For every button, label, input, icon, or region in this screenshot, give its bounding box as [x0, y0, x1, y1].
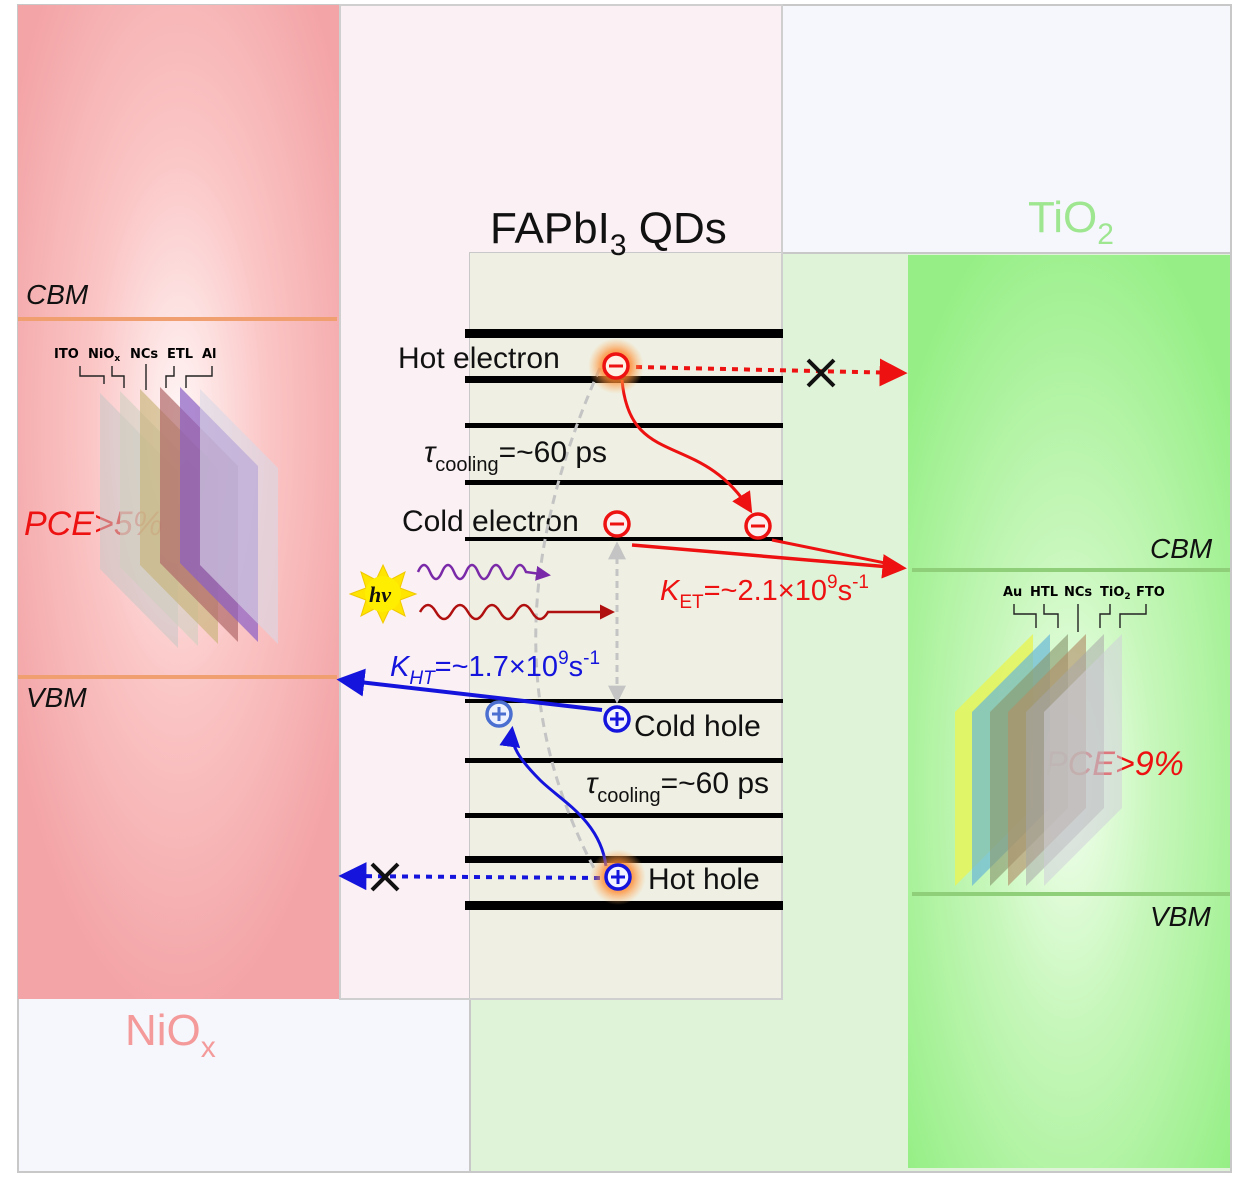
tio2-device-stack: Au HTL NCs TiO2 FTO [955, 585, 1165, 886]
svg-text:NCs: NCs [130, 347, 158, 362]
tio2-cbm-label: CBM [1150, 533, 1213, 564]
hot-electron-carrier [588, 338, 644, 394]
transferring-hole-carrier [485, 700, 513, 728]
cold-electron-carrier [603, 510, 631, 538]
cold-electron-label: Cold electron [402, 505, 579, 538]
cooled-electron-carrier [744, 512, 772, 540]
k-et-label: KET=~2.1×109s-1 [660, 572, 869, 613]
qd-title: FAPbI3 QDs [490, 204, 727, 262]
svg-text:NiOx: NiOx [88, 347, 120, 364]
hot-hole-label: Hot hole [648, 863, 760, 896]
svg-text:TiO2: TiO2 [1100, 585, 1131, 602]
electron-transfer-arrow-2 [771, 538, 901, 568]
qd-panel-outline [339, 4, 783, 1000]
qd-top-panel [340, 5, 782, 253]
electron-transfer-arrow [631, 543, 907, 579]
electron-cooling-arrow [534, 367, 602, 873]
nio-vbm-label: VBM [26, 682, 87, 713]
nio-device-stack: ITO NiOx NCs ETL Al [54, 347, 278, 648]
photon-wave-red [418, 603, 615, 621]
hot-hole-block-cross [370, 862, 400, 892]
tau-cooling-hole: τcooling=~60 ps [586, 767, 769, 807]
k-ht-label: KHT=~1.7×109s-1 [390, 648, 600, 689]
cold-hole-carrier [603, 705, 631, 733]
hot-to-cold-hole-arrow [499, 725, 608, 867]
svg-text:FTO: FTO [1136, 585, 1165, 600]
svg-text:ETL: ETL [167, 347, 193, 362]
hot-to-cold-electron-arrow [620, 379, 753, 514]
svg-text:Au: Au [1003, 585, 1022, 600]
svg-text:NCs: NCs [1064, 585, 1092, 600]
hot-electron-block-cross [806, 358, 836, 388]
svg-text:HTL: HTL [1030, 585, 1058, 600]
tau-cooling-electron: τcooling=~60 ps [424, 436, 607, 476]
nio-cbm-label: CBM [26, 279, 89, 310]
photon-wave-purple [416, 563, 551, 581]
svg-text:Al: Al [202, 347, 217, 362]
hot-electron-label: Hot electron [398, 342, 560, 375]
nio-title: NiOx [125, 1006, 216, 1064]
tio2-title: TiO2 [1028, 193, 1114, 251]
hole-transfer-arrow [336, 668, 603, 712]
tio2-vbm-label: VBM [1150, 901, 1211, 932]
hot-hole-carrier [590, 849, 646, 905]
svg-text:hv: hv [369, 582, 391, 607]
svg-text:ITO: ITO [54, 347, 79, 362]
hot-electron-blocked-arrow [635, 358, 908, 387]
cold-hole-label: Cold hole [634, 710, 761, 743]
photon-sun-icon: hv [348, 563, 418, 625]
